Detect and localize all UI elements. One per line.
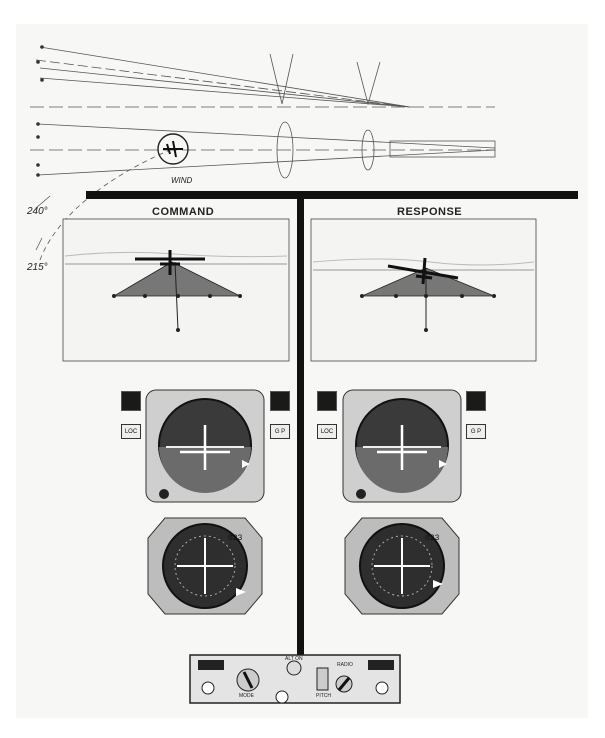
response-title: RESPONSE: [397, 206, 463, 218]
approach-line-2: [35, 59, 411, 108]
divider-vertical: [297, 196, 304, 676]
mode-label: MODE: [239, 693, 254, 699]
radio-label: RADIO: [337, 662, 353, 668]
adi-right-loc-label: LOC: [317, 424, 337, 439]
adi-left-loc-label: LOC: [121, 424, 141, 439]
marker-v-1: [269, 53, 294, 105]
autopilot-controller: [189, 654, 401, 704]
heading-arrow-2: [35, 237, 43, 251]
hsi-left: [147, 517, 263, 615]
wind-label: WIND: [171, 176, 193, 185]
approach-line-1: [39, 46, 411, 108]
heading-240-label: 240°: [27, 206, 48, 217]
command-view: [62, 218, 290, 362]
approach-diagram: [30, 46, 496, 261]
hsi-left-course: 023: [228, 534, 243, 543]
adi-right-annunciator: [317, 391, 337, 411]
approach-line-5: [37, 123, 496, 149]
response-view: [310, 218, 537, 362]
adi-left-right-annunciator: [270, 391, 290, 411]
adi-right-gp-label: G P: [466, 424, 486, 439]
localizer-lobe-2: [361, 129, 375, 171]
approach-line-6: [37, 149, 496, 176]
runway: [389, 140, 496, 158]
adi-left: [145, 389, 265, 503]
localizer-lobe-1: [276, 121, 294, 179]
alt-label: ALT ON: [285, 656, 303, 662]
aircraft-in-wind-circle: [157, 133, 189, 165]
approach-dots: [36, 45, 44, 177]
marker-v-2: [356, 61, 381, 106]
approach-line-4: [39, 77, 411, 108]
approach-line-3: [39, 67, 411, 108]
adi-left-annunciator: [121, 391, 141, 411]
pitch-label: PITCH: [316, 693, 331, 699]
adi-right-right-annunciator: [466, 391, 486, 411]
heading-arrow-1: [35, 195, 51, 209]
adi-right: [342, 389, 462, 503]
divider-horizontal: [86, 191, 578, 199]
heading-215-label: 215°: [27, 262, 48, 273]
approach-curve: [39, 149, 171, 261]
hsi-right: [344, 517, 460, 615]
command-title: COMMAND: [152, 206, 215, 218]
adi-left-gp-label: G P: [270, 424, 290, 439]
hsi-right-course: 023: [425, 534, 440, 543]
